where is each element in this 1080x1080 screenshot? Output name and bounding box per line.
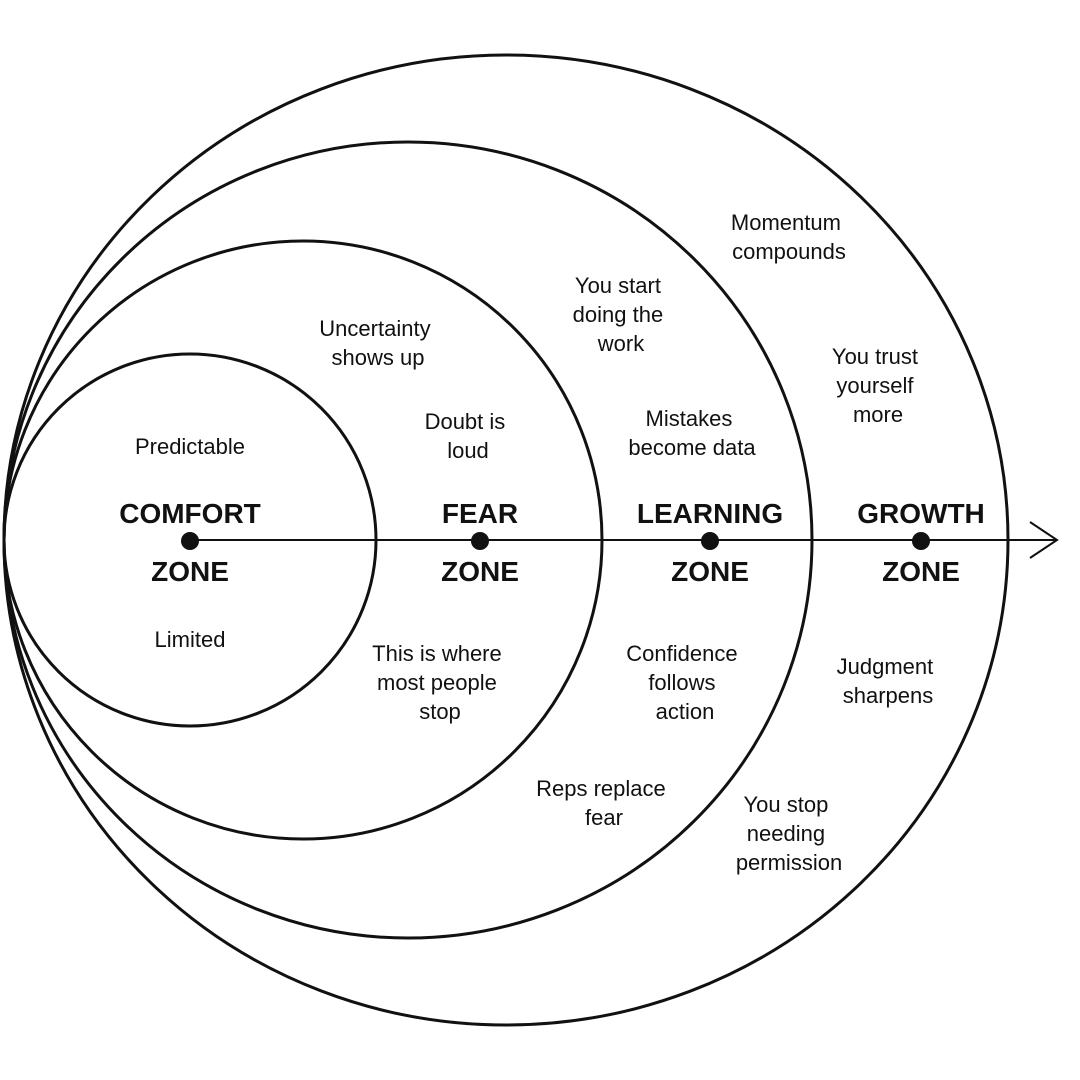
comfort-zone-dot xyxy=(181,532,199,550)
comfort-note-limited: Limited xyxy=(155,627,226,652)
fear-zone-title: FEAR xyxy=(442,498,518,529)
comfort-zone-title: COMFORT xyxy=(119,498,261,529)
growth-zone-title: GROWTH xyxy=(857,498,985,529)
axis-arrow-icon xyxy=(1029,521,1059,559)
growth-note-judgment: Judgment sharpens xyxy=(837,654,940,708)
comfort-zone-subtitle: ZONE xyxy=(151,556,229,587)
learning-note-confidence: Confidence follows action xyxy=(626,641,743,724)
fear-note-uncertainty: Uncertainty shows up xyxy=(319,316,436,370)
fear-zone-dot xyxy=(471,532,489,550)
learning-zone-title: LEARNING xyxy=(637,498,783,529)
fear-note-doubt: Doubt is loud xyxy=(425,409,512,463)
growth-note-momentum: Momentum compounds xyxy=(731,210,847,264)
learning-zone-subtitle: ZONE xyxy=(671,556,749,587)
learning-note-reps: Reps replace fear xyxy=(536,776,672,830)
growth-zone-dot xyxy=(912,532,930,550)
fear-note-stop: This is where most people stop xyxy=(372,641,508,724)
learning-note-work: You start doing the work xyxy=(573,273,670,356)
growth-zone-subtitle: ZONE xyxy=(882,556,960,587)
growth-note-trust: You trust yourself more xyxy=(832,344,924,427)
growth-note-permission: You stop needing permission xyxy=(736,792,842,875)
comfort-note-predictable: Predictable xyxy=(135,434,245,459)
learning-zone-dot xyxy=(701,532,719,550)
learning-note-mistakes: Mistakes become data xyxy=(628,406,756,460)
fear-zone-subtitle: ZONE xyxy=(441,556,519,587)
